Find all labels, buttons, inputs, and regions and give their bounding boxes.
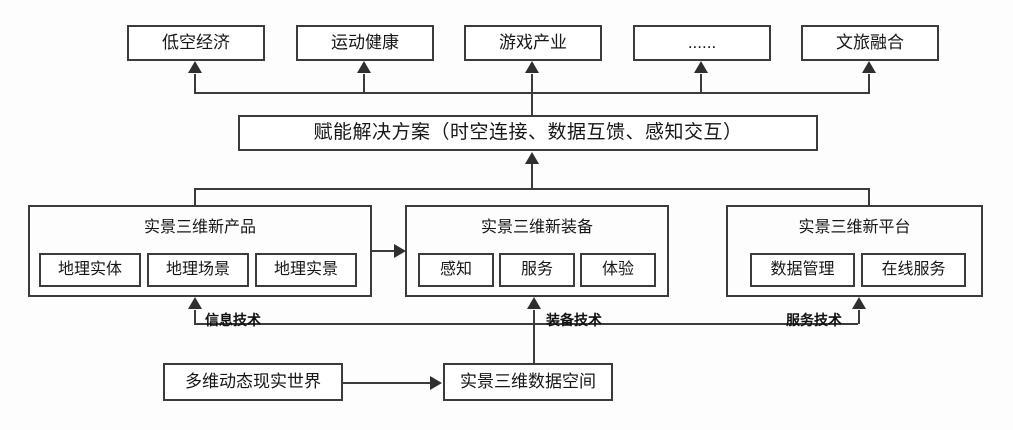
capability-chip-online-service: 在线服务 (861, 253, 966, 287)
chip-label: 地理实景 (273, 261, 338, 279)
arrow-up-icon-app-1 (188, 61, 202, 73)
capability-group-title: 实景三维新产品 (143, 219, 256, 236)
chip-label: 地理场景 (165, 261, 230, 279)
chip-label: 服务 (520, 261, 553, 279)
connector-riser-app-2 (363, 74, 365, 93)
application-label: ...... (687, 32, 717, 52)
connector-real-world-to-data-space (343, 382, 431, 384)
connector-drop-capability-1 (194, 188, 196, 206)
capability-group-new-products: 实景三维新产品 地理实体 地理场景 地理实景 (28, 205, 372, 297)
chip-label: 感知 (439, 261, 472, 279)
connector-riser-app-5 (868, 74, 870, 93)
arrow-up-icon-app-5 (862, 61, 876, 73)
capability-chip-geographic-reality: 地理实景 (255, 253, 357, 287)
connector-bus-foundation (194, 323, 858, 325)
foundation-label: 实景三维数据空间 (460, 371, 596, 391)
capability-chip-geographic-scene: 地理场景 (147, 253, 249, 287)
chip-label: 地理实体 (57, 261, 122, 279)
capability-chip-perception: 感知 (418, 253, 494, 287)
connector-riser-app-1 (194, 74, 196, 93)
arrow-up-icon-app-4 (694, 61, 708, 73)
capability-chip-service: 服务 (499, 253, 575, 287)
connector-riser-app-3 (531, 74, 533, 115)
application-box-sports-health: 运动健康 (296, 25, 434, 61)
arrow-up-icon-service-tech (852, 297, 866, 309)
capability-chip-experience: 体验 (580, 253, 656, 287)
chip-label: 体验 (601, 261, 634, 279)
connector-products-to-equipment (372, 250, 396, 252)
connector-riser-app-4 (700, 74, 702, 93)
capability-chip-data-management: 数据管理 (750, 253, 855, 287)
solution-label: 赋能解决方案（时空连接、数据互馈、感知交互） (313, 121, 743, 143)
capability-group-new-equipment: 实景三维新装备 感知 服务 体验 (405, 205, 669, 297)
connector-riser-equipment-tech (533, 310, 535, 366)
arrow-up-icon-app-2 (357, 61, 371, 73)
capability-chip-geographic-entity: 地理实体 (39, 253, 141, 287)
arrow-up-icon-equipment-tech (527, 297, 541, 309)
arrow-up-icon-information-tech (188, 297, 202, 309)
chip-label: 在线服务 (881, 261, 946, 279)
application-box-ellipsis: ...... (633, 25, 771, 61)
application-box-culture-tourism: 文旅融合 (801, 25, 939, 61)
arrow-up-icon-solution (525, 152, 539, 164)
connector-drop-capability-3 (868, 188, 870, 206)
tech-label-information: 信息技术 (205, 312, 261, 328)
foundation-box-real-world: 多维动态现实世界 (163, 363, 343, 401)
connector-bus-capabilities (194, 188, 870, 190)
capability-group-new-platform: 实景三维新平台 数据管理 在线服务 (726, 205, 983, 297)
tech-label-service: 服务技术 (786, 312, 842, 328)
application-label: 低空经济 (162, 32, 230, 52)
connector-riser-information-tech (194, 310, 196, 324)
connector-riser-solution (531, 164, 533, 188)
tech-label-equipment: 装备技术 (546, 312, 602, 328)
capability-group-title: 实景三维新装备 (480, 219, 593, 236)
chip-label: 数据管理 (770, 261, 835, 279)
arrow-right-icon-real-world-to-data-space (430, 376, 442, 390)
arrow-right-icon-products-to-equipment (394, 244, 406, 258)
arrow-up-icon-app-3 (525, 61, 539, 73)
capability-group-title: 实景三维新平台 (798, 219, 911, 236)
application-label: 文旅融合 (836, 32, 904, 52)
application-box-game-industry: 游戏产业 (464, 25, 602, 61)
solution-box: 赋能解决方案（时空连接、数据互馈、感知交互） (238, 115, 818, 151)
connector-riser-service-tech (858, 310, 860, 324)
application-label: 运动健康 (331, 32, 399, 52)
application-label: 游戏产业 (499, 32, 567, 52)
application-box-low-altitude-economy: 低空经济 (127, 25, 265, 61)
foundation-box-data-space: 实景三维数据空间 (443, 363, 613, 401)
foundation-label: 多维动态现实世界 (185, 371, 321, 391)
